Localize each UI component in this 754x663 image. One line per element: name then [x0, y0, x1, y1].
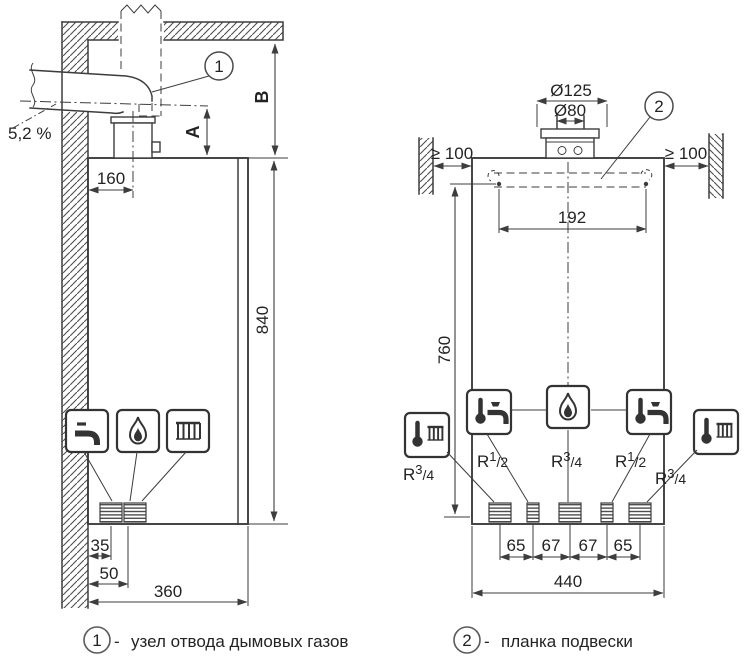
gas-flame-icon — [545, 384, 591, 430]
pipe-connector — [558, 502, 582, 523]
thermo-radiator-icon — [694, 410, 738, 454]
dim-35-label: 35 — [91, 536, 110, 555]
legend: 1 - узел отвода дымовых газов 2 - планка… — [83, 626, 633, 654]
flue-collar — [540, 115, 600, 159]
dim-clearance-right: ≥ 100 — [664, 144, 709, 170]
wall-hatch — [61, 21, 89, 609]
dim-A: A — [183, 108, 211, 156]
dim-360: 360 — [88, 526, 249, 606]
icon-leader-lines — [83, 451, 187, 502]
side-view: 5,2 % 1 160 A B — [8, 4, 288, 609]
wall-left-hatch — [418, 137, 434, 195]
pipe-connector — [526, 502, 540, 523]
dim-65-label: 65 — [507, 536, 526, 555]
dim-67-label: 67 — [579, 536, 598, 555]
dim-160-label: 160 — [97, 169, 125, 188]
dim-flue-outer-label: Ø125 — [550, 81, 592, 100]
dim-760: 760 — [435, 186, 470, 518]
dim-840: 840 — [248, 157, 288, 525]
dim-clearance-right-label: ≥ 100 — [665, 144, 707, 163]
callout-1-number: 1 — [214, 57, 223, 76]
dim-A-label: A — [183, 126, 203, 139]
dim-B: B — [252, 43, 279, 156]
dim-35: 35 — [88, 526, 112, 560]
legend-2-number: 2 — [462, 631, 471, 650]
thread-label-heating-left: R3/4 — [403, 462, 434, 484]
slope-label: 5,2 % — [8, 124, 51, 143]
flue-adapter — [110, 111, 161, 198]
thread-label-dhw-right: R1/2 — [615, 449, 646, 471]
hot-water-tap-icon — [66, 410, 108, 452]
flue-pipe — [12, 62, 209, 129]
callout-1: 1 — [151, 51, 234, 93]
ceiling-hatch — [61, 21, 284, 41]
wall-right-hatch — [708, 133, 724, 199]
dim-clearance-left-label: ≥ 100 — [431, 144, 473, 163]
thermo-tap-icon — [467, 390, 511, 434]
thread-label-heating-right: R3/4 — [655, 466, 686, 488]
thread-label-gas: R3/4 — [551, 449, 582, 471]
pipe-centerline — [19, 100, 209, 107]
legend-item-bracket: 2 - планка подвески — [453, 626, 633, 654]
dim-flue-outer: Ø125 — [536, 81, 608, 127]
boiler-side-body — [87, 157, 249, 525]
callout-2-number: 2 — [654, 97, 663, 116]
pipe-connector — [600, 502, 614, 523]
callout-2: 2 — [600, 91, 674, 180]
dim-spacing-chain: 65 67 67 65 — [499, 525, 641, 561]
dim-840-label: 840 — [253, 306, 272, 334]
dim-flue-inner-label: Ø80 — [554, 101, 586, 120]
dim-360-label: 360 — [154, 582, 182, 601]
dim-clearance-left: ≥ 100 — [431, 144, 473, 170]
dim-192: 192 — [498, 189, 647, 233]
dim-160: 160 — [88, 169, 134, 194]
thermo-radiator-icon — [405, 413, 449, 457]
dim-440: 440 — [471, 526, 665, 598]
legend-item-flue-outlet: 1 - узел отвода дымовых газов — [83, 626, 348, 654]
front-view: Ø125 Ø80 2 ≥ 100 ≥ 100 — [403, 81, 738, 598]
legend-1-number: 1 — [92, 631, 101, 650]
gas-flame-icon — [115, 408, 161, 454]
dim-50: 50 — [88, 526, 129, 588]
pipe-connector — [488, 502, 512, 523]
dim-760-label: 760 — [435, 336, 454, 364]
flue-duct — [120, 4, 162, 117]
radiator-icon — [165, 408, 211, 454]
dim-flue-inner: Ø80 — [554, 101, 586, 125]
thread-label-dhw-left: R1/2 — [477, 449, 508, 471]
legend-1-label: узел отвода дымовых газов — [131, 632, 348, 651]
dim-B-label: B — [252, 91, 272, 104]
legend-2-label: планка подвески — [501, 632, 633, 651]
dim-192-label: 192 — [558, 208, 586, 227]
pipe-connector — [628, 502, 652, 523]
dim-50-label: 50 — [100, 564, 119, 583]
legend-1-separator: - — [114, 632, 120, 651]
icon-leader-lines — [446, 430, 698, 503]
thermo-tap-icon — [627, 390, 671, 434]
pipe-connector — [123, 502, 147, 523]
slope-indicator-line — [12, 103, 57, 129]
dim-67-label: 67 — [542, 536, 561, 555]
dim-65-label: 65 — [614, 536, 633, 555]
legend-2-separator: - — [484, 632, 490, 651]
pipe-connector — [99, 502, 123, 523]
mounting-bracket — [450, 169, 653, 188]
dim-440-label: 440 — [554, 572, 582, 591]
